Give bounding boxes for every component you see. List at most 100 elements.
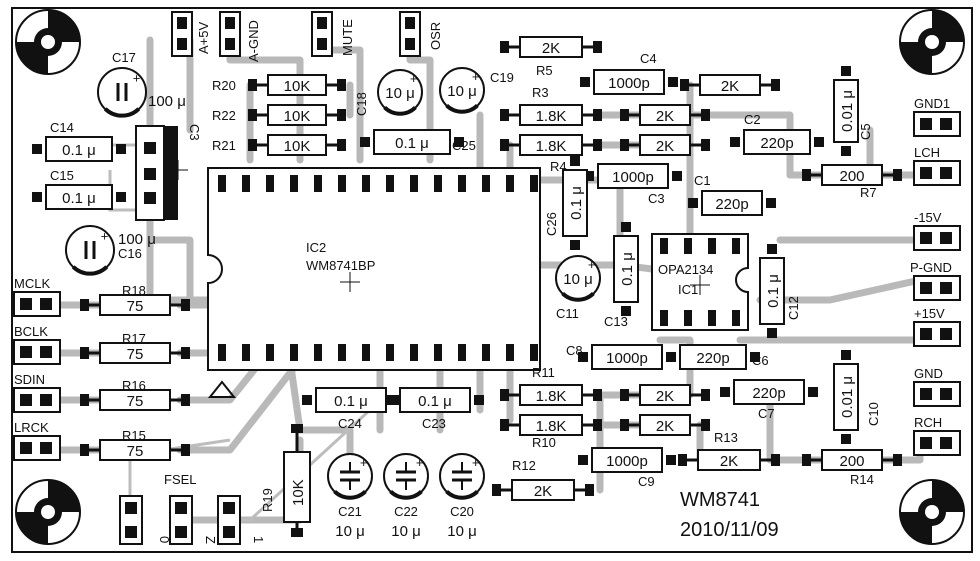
resistor: 2K — [680, 74, 780, 96]
ic1-pin — [708, 310, 716, 326]
resistor-value: 2K — [720, 453, 738, 470]
capacitor-value: 1000p — [606, 453, 648, 470]
resistor-value: 10K — [290, 479, 307, 506]
resistor-value: 2K — [656, 108, 674, 125]
capacitor-ref: C10 — [866, 402, 881, 426]
fsel-selector: FSEL 0 Z 1 — [119, 472, 266, 545]
ic1-pin — [684, 310, 692, 326]
resistor-value: 10K — [284, 138, 311, 155]
capacitor-value: 0.1 μ — [568, 186, 585, 220]
ic2-pin — [242, 175, 250, 192]
capacitor-ref: C26 — [544, 212, 559, 236]
ic1-pin — [732, 238, 740, 254]
resistor-ref: R15 — [122, 428, 146, 443]
resistor-ref: R16 — [122, 378, 146, 393]
board-date: 2010/11/09 — [680, 519, 779, 541]
ic2-pin — [314, 175, 322, 192]
resistor-value: 200 — [839, 168, 864, 185]
capacitor-value: 0.1 μ — [62, 190, 96, 207]
capacitor-value: 0.1 μ — [418, 393, 452, 410]
ic2-pin — [458, 344, 466, 361]
resistor: 2K — [620, 384, 710, 406]
ic2-pin — [482, 344, 490, 361]
capacitor-value: 10 μ — [447, 523, 477, 540]
capacitor-value: 10 μ — [563, 271, 593, 288]
header-a5v: A+5V — [171, 11, 211, 57]
capacitor-ref: C17 — [112, 50, 136, 65]
connector-gnd: GND — [913, 366, 961, 407]
header-osr: OSR — [399, 11, 443, 57]
capacitor-ref: C9 — [638, 474, 655, 489]
ic1-pins — [660, 238, 740, 326]
ic2-pin — [338, 175, 346, 192]
label-gnd: GND — [914, 366, 943, 381]
resistor-ref: R18 — [122, 283, 146, 298]
polarity-plus-icon: + — [410, 71, 418, 86]
label-lrck: LRCK — [14, 420, 49, 435]
header-agnd: A-GND — [219, 11, 261, 62]
ic2-pin — [218, 175, 226, 192]
capacitor-ref: C4 — [640, 51, 657, 66]
resistor-value: 75 — [127, 346, 144, 363]
capacitor-ref: C14 — [50, 120, 74, 135]
label-gnd1: GND1 — [914, 96, 950, 111]
ic2-pin — [386, 175, 394, 192]
resistor-value: 1.8K — [536, 138, 567, 155]
capacitor-ref: C23 — [422, 416, 446, 431]
resistor-value: 10K — [284, 108, 311, 125]
mounting-hole-bottom-right — [899, 479, 965, 545]
label-bclk: BCLK — [14, 324, 48, 339]
ic2-pin — [290, 175, 298, 192]
resistor-value: 200 — [839, 453, 864, 470]
capacitor-ref: C13 — [604, 314, 628, 329]
capacitor-value: 0.1 μ — [62, 142, 96, 159]
polarity-plus-icon: + — [101, 228, 109, 243]
capacitor-ref: C16 — [118, 246, 142, 261]
resistor: 2K — [620, 414, 710, 436]
ic2-ref: IC2 — [306, 240, 326, 255]
ic2-part: WM8741BP — [306, 258, 375, 273]
polarity-plus-icon: + — [588, 257, 596, 272]
capacitor-ref: C6 — [752, 353, 769, 368]
polarity-plus-icon: + — [472, 455, 480, 470]
ic2-pin — [458, 175, 466, 192]
resistor-ref: R19 — [260, 488, 275, 512]
ic1-pin — [708, 238, 716, 254]
capacitor-value: 1000p — [606, 350, 648, 367]
capacitor-value: 100 μ — [148, 93, 186, 110]
mounting-holes — [15, 9, 965, 545]
capacitor-value: 10 μ — [391, 523, 421, 540]
ref-c3-block: C3 — [187, 124, 202, 141]
label-pgnd: P-GND — [910, 260, 952, 275]
capacitor-value: 10 μ — [385, 85, 415, 102]
capacitor-ref: C8 — [566, 343, 583, 358]
ic1-part: OPA2134 — [658, 262, 713, 277]
film-capacitor: 0.1 μ C23 — [386, 387, 484, 431]
mounting-hole-top-right — [899, 9, 965, 75]
resistor-ref: R20 — [212, 78, 236, 93]
ic2-pin — [530, 344, 538, 361]
connector-mclk: MCLK — [13, 276, 61, 317]
ic1-opa2134: OPA2134 IC1 — [651, 233, 749, 331]
capacitor-ref: C2 — [744, 112, 761, 127]
ic2-pin — [434, 175, 442, 192]
